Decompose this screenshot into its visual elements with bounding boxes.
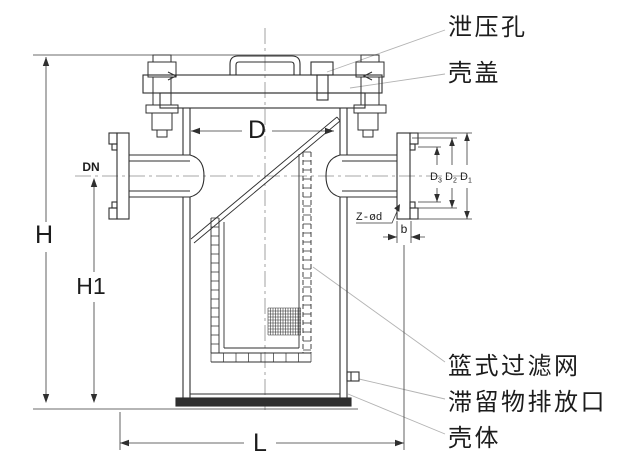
dim-label-D2: D2 (445, 171, 457, 185)
leader-basket-screen (312, 266, 446, 363)
body-flange-ring (159, 92, 366, 109)
inlet-nozzle (108, 132, 190, 220)
callout-cover: 壳盖 (448, 60, 501, 87)
bolt-left (145, 54, 179, 138)
dim-label-bolt-holes: Z-ød (356, 212, 382, 224)
basket-wall-left-rungs (211, 217, 219, 354)
outlet-flange (396, 132, 411, 220)
callout-basket-screen: 篮式过滤网 (448, 353, 581, 380)
inlet-penetration-curve (189, 154, 205, 198)
callout-relief-hole: 泄压孔 (448, 14, 528, 41)
dim-label-H: H (35, 221, 53, 249)
leader-residue-drain (358, 378, 446, 400)
dim-label-D1: D1 (460, 171, 472, 185)
centerlines (75, 28, 467, 410)
callout-residue-drain: 滞留物排放口 (448, 389, 607, 416)
dim-label-D3: D3 (430, 171, 442, 185)
ext-lines-D1 (412, 132, 472, 220)
mesh-hatch-symbol (267, 307, 301, 336)
dim-label-DN: DN (82, 160, 99, 174)
callout-shell-body: 壳体 (448, 425, 501, 452)
basket-screen (190, 116, 341, 363)
outlet-flange-tab-top (409, 132, 419, 145)
bottom-plate (175, 397, 352, 407)
drain-nozzle (346, 371, 360, 382)
arrowheads (42, 57, 470, 447)
leader-lines (312, 29, 446, 435)
outlet-pipe-outer (340, 154, 397, 198)
ext-lines-D2 (412, 137, 457, 209)
bolt-right (353, 54, 387, 138)
outlet-pipe-inner (342, 160, 397, 192)
outlet-penetration-curve (325, 154, 341, 198)
leader-relief-hole (326, 29, 446, 73)
lifting-handle (229, 55, 301, 75)
lifting-handle-inner (235, 61, 295, 75)
ext-lines-b (396, 221, 412, 243)
relief-hole-plug (310, 61, 334, 101)
leader-shell-body (347, 393, 446, 435)
dim-label-L: L (253, 429, 267, 457)
dimension-lines (33, 54, 472, 450)
dim-label-H1: H1 (76, 273, 105, 299)
inlet-flange (116, 132, 130, 220)
leader-cover (349, 73, 446, 89)
inlet-flange-tab-bottom (108, 207, 118, 220)
dim-label-D: D (248, 116, 266, 144)
relief-plug-shaft (316, 74, 329, 101)
basket-wall-right-rungs (303, 151, 311, 351)
basket-bottom-segments (210, 353, 312, 362)
inlet-pipe-inner (129, 160, 190, 192)
vessel (142, 55, 383, 407)
relief-plug-cap (310, 61, 334, 76)
cover-plate (142, 74, 383, 94)
dim-label-b: b (401, 222, 408, 236)
drain-nozzle-body (346, 371, 360, 382)
basket-wall-right (302, 152, 312, 353)
basket-diagonal-rim (190, 116, 341, 244)
outlet-nozzle (340, 132, 419, 220)
leader-bolt-holes (356, 206, 400, 224)
inlet-pipe-outer (129, 154, 190, 198)
seam-mark-right (362, 71, 373, 81)
seam-mark-left (167, 71, 178, 81)
basket-wall-left (210, 218, 220, 353)
basket-inner-liner (223, 154, 300, 349)
outlet-flange-tab-bottom (409, 207, 419, 220)
inlet-flange-tab-top (108, 132, 118, 145)
